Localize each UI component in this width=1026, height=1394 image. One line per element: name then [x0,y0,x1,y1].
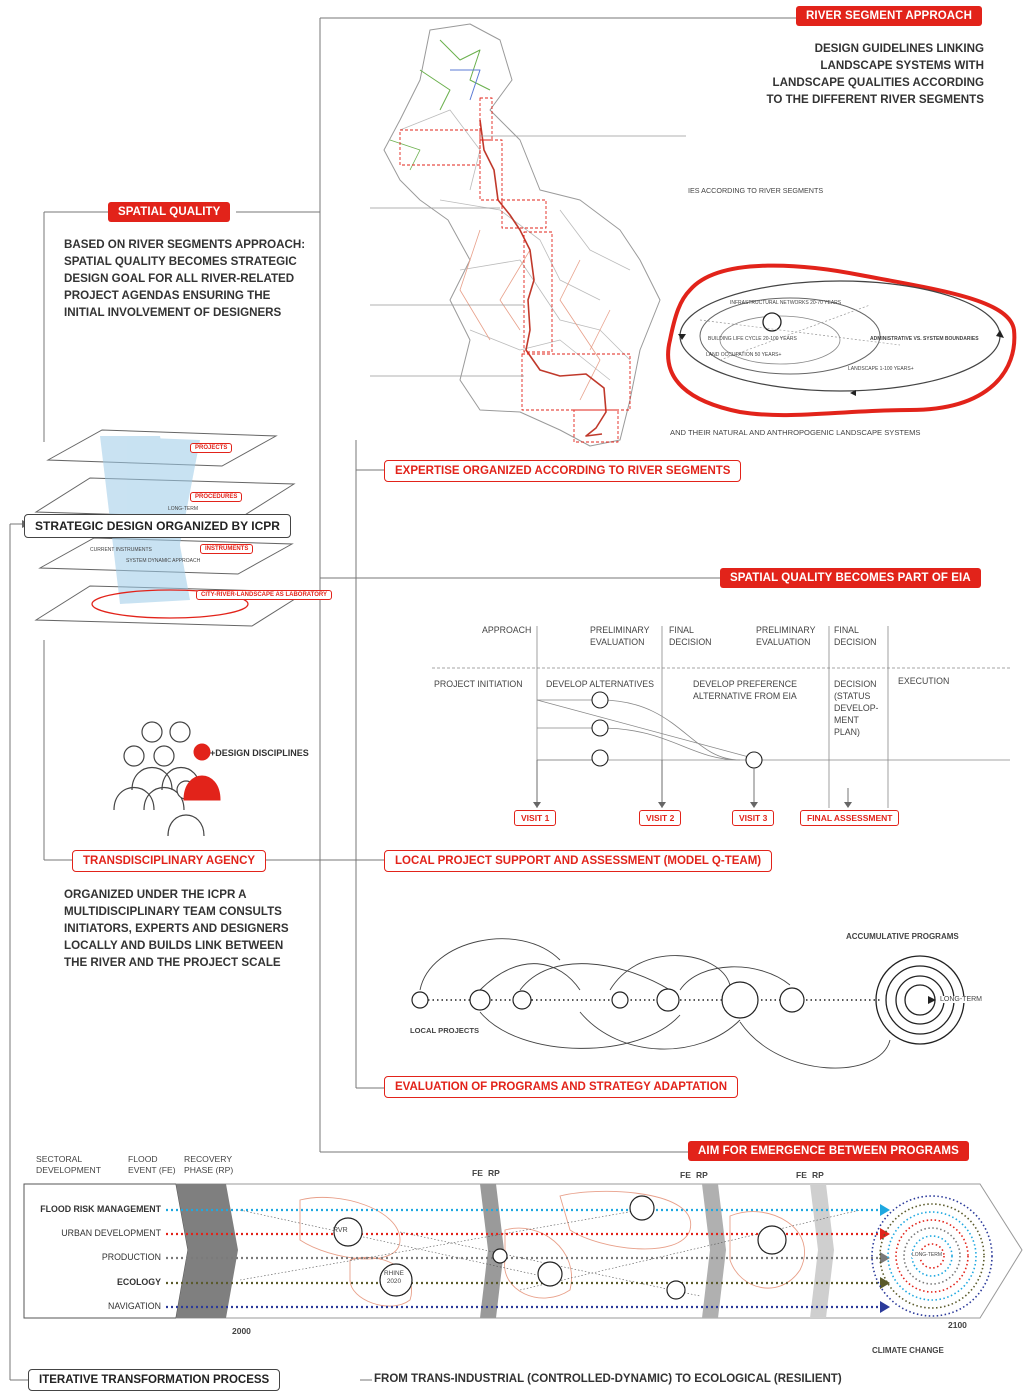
node-rhine-label: RHINE 2020 [384,1270,404,1285]
tag-eia: SPATIAL QUALITY BECOMES PART OF EIA [720,568,981,588]
header-flood-event: FLOOD EVENT (FE) [128,1154,176,1175]
spatial-quality-description: BASED ON RIVER SEGMENTS APPROACH: SPATIA… [64,238,306,319]
timeline-nodes [333,1195,787,1300]
laboratory-ellipse [91,589,249,619]
eia-alternative-nodes [591,691,763,769]
year-2100: 2100 [948,1320,967,1330]
rp-label-3: RP [812,1170,824,1180]
transition-text: FROM TRANS-INDUSTRIAL (CONTROLLED-DYNAMI… [374,1373,842,1385]
tag-strategic-design: STRATEGIC DESIGN ORGANIZED BY ICPR [24,514,291,538]
connector-lines [9,17,800,1381]
tag-aim-emergence: AIM FOR EMERGENCE BETWEEN PROGRAMS [688,1141,969,1161]
row-navigation: NAVIGATION [108,1301,161,1311]
year-2000: 2000 [232,1326,251,1336]
layer-label-current-instruments: CURRENT INSTRUMENTS [90,547,152,553]
eia-phase-prelim-2: PRELIMINARY EVALUATION [756,625,816,647]
rp-label-1: RP [488,1168,500,1178]
header-recovery: RECOVERY PHASE (RP) [184,1154,234,1175]
eia-step-alternatives: DEVELOP ALTERNATIVES [546,679,655,689]
tag-iterative: ITERATIVE TRANSFORMATION PROCESS [28,1369,281,1391]
eia-step-preference: DEVELOP PREFERENCE ALTERNATIVE FROM EIA [693,679,797,701]
eia-phase-final-1: FINAL DECISION [669,625,712,647]
fe-label-2: FE [680,1170,691,1180]
loop-label-land: LAND OCCUPATION 50 YEARS+ [706,352,782,358]
long-term-label: LONG-TERM [940,996,982,1003]
eia-step-decision: DECISION (STATUS DEVELOP- MENT PLAN) [834,679,879,737]
tag-evaluation: EVALUATION OF PROGRAMS AND STRATEGY ADAP… [384,1076,739,1098]
row-ecology: ECOLOGY [117,1277,161,1287]
timeline-streams [166,1208,880,1309]
natural-systems-label: AND THEIR NATURAL AND ANTHROPOGENIC LAND… [670,428,921,437]
river-segment-description: DESIGN GUIDELINES LINKING LANDSCAPE SYST… [766,42,984,106]
program-chain [411,938,965,1069]
timeline-arrowheads [880,1204,890,1313]
final-assessment-label: FINAL ASSESSMENT [800,810,900,826]
loop-label-landscape: LANDSCAPE 1-100 YEARS+ [848,366,914,372]
loop-label-admin: ADMINISTRATIVE VS. SYSTEM BOUNDARIES [870,336,979,342]
people-icon [113,721,205,837]
design-disciplines-label: +DESIGN DISCIPLINES [210,748,309,758]
visit-arrows [536,760,849,806]
visit-2-label: VISIT 2 [639,810,682,826]
eia-phase-prelim-1: PRELIMINARY EVALUATION [590,625,650,647]
visit-3-label: VISIT 3 [732,810,775,826]
layer-label-projects: PROJECTS [190,443,233,453]
eia-step-execution: EXECUTION [898,676,950,686]
rings-long-term-label: LONG-TERM [912,1252,942,1258]
landscape-systems-loop [666,263,1017,418]
tag-transdisciplinary: TRANSDISCIPLINARY AGENCY [72,850,267,872]
layer-label-long-term: LONG-TERM [168,506,198,512]
accumulative-programs-label: ACCUMULATIVE PROGRAMS [846,932,959,941]
header-sectoral: SECTORAL DEVELOPMENT [36,1154,101,1175]
row-urban-development: URBAN DEVELOPMENT [61,1228,161,1238]
eia-phase-approach: APPROACH [482,625,532,635]
designer-figure-icon [183,743,221,801]
layer-label-laboratory: CITY-RIVER-LANDSCAPE AS LABORATORY [196,590,333,600]
tag-spatial-quality: SPATIAL QUALITY [108,202,231,222]
climate-change-label: CLIMATE CHANGE [872,1346,944,1355]
loop-label-infra: INFRASTRUCTURAL NETWORKS 20-70 YEARS [730,300,842,306]
tag-expertise: EXPERTISE ORGANIZED ACCORDING TO RIVER S… [384,460,742,482]
visit-arrowheads [533,802,852,808]
row-production: PRODUCTION [101,1252,161,1262]
layer-label-instruments: INSTRUMENTS [200,544,254,554]
ies-segments-label: IES ACCORDING TO RIVER SEGMENTS [688,186,824,195]
layer-label-procedures: PROCEDURES [190,492,243,502]
loop-label-building: BUILDING LIFE CYCLE 20-100 YEARS [708,336,797,342]
map-guide-lines [370,135,686,377]
eia-phase-final-2: FINAL DECISION [834,625,877,647]
fe-label-1: FE [472,1168,483,1178]
row-flood-risk: FLOOD RISK MANAGEMENT [40,1204,161,1214]
rhine-basin-map [383,23,661,447]
visit-1-label: VISIT 1 [514,810,557,826]
tag-local-support: LOCAL PROJECT SUPPORT AND ASSESSMENT (MO… [384,850,773,872]
rp-label-2: RP [696,1170,708,1180]
timeline-frame [23,1183,1023,1319]
fe-label-3: FE [796,1170,807,1180]
node-rvr-label: RVR [333,1227,348,1234]
eia-process-grid [432,626,1010,808]
tag-river-segment-approach: RIVER SEGMENT APPROACH [796,6,982,26]
layer-label-system-dynamic: SYSTEM DYNAMIC APPROACH [126,558,201,564]
eia-step-initiation: PROJECT INITIATION [434,679,523,689]
transdisciplinary-description: ORGANIZED UNDER THE ICPR A MULTIDISCIPLI… [64,888,289,969]
local-projects-label: LOCAL PROJECTS [410,1026,480,1035]
